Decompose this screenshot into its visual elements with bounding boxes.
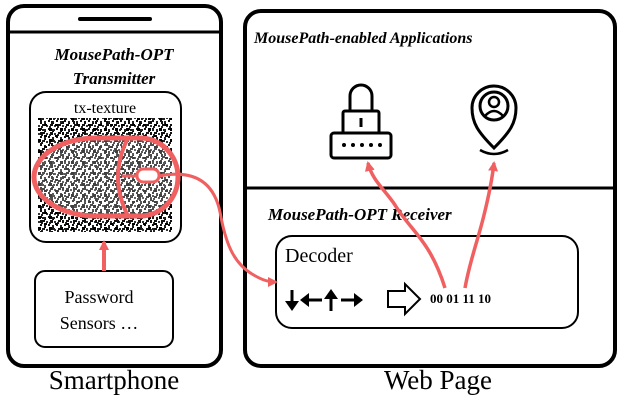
smartphone-panel: MousePath-OPT Transmitter tx-texture Pas…	[6, 4, 223, 395]
arrow-right-icon	[341, 293, 363, 307]
arrow-up-icon	[324, 289, 338, 311]
location-person-icon	[470, 84, 518, 156]
password-sensors-line2: Sensors …	[60, 313, 139, 333]
decoder-label: Decoder	[285, 245, 353, 267]
arrow-down-icon	[285, 290, 299, 311]
receiver-title: MousePath-OPT Receiver	[267, 205, 452, 224]
applications-title: MousePath-enabled Applications	[253, 30, 473, 47]
lock-keyboard-icon	[329, 83, 393, 160]
transmitter-title-line1: MousePath-OPT	[54, 45, 175, 64]
bits-to-location-arrow	[463, 161, 499, 289]
tx-texture-label: tx-texture	[74, 100, 136, 117]
decoded-bits: 00 01 11 10	[430, 291, 491, 306]
arrow-left-icon	[300, 293, 322, 307]
transmitter-title-line2: Transmitter	[73, 69, 156, 88]
webpage-panel: MousePath-enabled Applications MousePath…	[243, 9, 617, 395]
password-sensors-box	[34, 270, 174, 348]
decode-arrow-icon	[387, 281, 422, 317]
direction-sequence	[285, 281, 422, 317]
mouse-path-arrow	[158, 172, 278, 287]
smartphone-caption: Smartphone	[49, 365, 179, 395]
password-sensors-line1: Password	[64, 287, 133, 307]
mouse-icon	[31, 135, 181, 219]
smartphone-frame	[6, 4, 223, 368]
bits-to-lock-arrow	[364, 161, 447, 289]
webpage-caption: Web Page	[384, 365, 492, 395]
